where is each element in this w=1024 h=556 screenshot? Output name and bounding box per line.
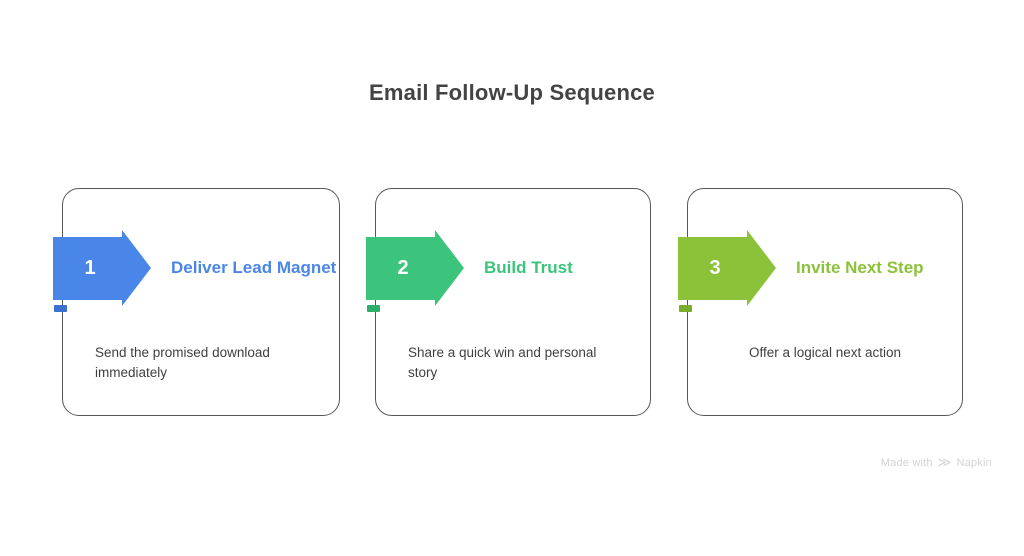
step-arrow-row: 3 Invite Next Step bbox=[678, 230, 1008, 312]
step-description: Offer a logical next action bbox=[748, 345, 902, 360]
step-card[interactable]: 3 Invite Next Step Offer a logical next … bbox=[678, 188, 963, 416]
page-title: Email Follow-Up Sequence bbox=[369, 80, 655, 105]
arrow-body bbox=[366, 237, 436, 300]
watermark-prefix: Made with bbox=[880, 456, 933, 469]
arrow-tab-marker bbox=[54, 305, 67, 312]
arrow-body bbox=[678, 237, 748, 300]
arrow-head bbox=[122, 230, 151, 306]
arrow-shape-icon: 2 bbox=[366, 230, 464, 306]
arrow-shape-icon: 1 bbox=[53, 230, 151, 306]
step-heading: Build Trust bbox=[484, 258, 573, 278]
step-arrow-row: 2 Build Trust bbox=[366, 230, 696, 312]
napkin-logo-icon: ≫ bbox=[937, 454, 952, 470]
napkin-watermark: Made with ≫ Napkin bbox=[881, 456, 992, 469]
step-card[interactable]: 1 Deliver Lead Magnet Send the promised … bbox=[53, 188, 340, 416]
arrow-head bbox=[747, 230, 776, 306]
arrow-body bbox=[53, 237, 123, 300]
arrow-tab-marker bbox=[679, 305, 692, 312]
step-description: Share a quick win and personal story bbox=[408, 345, 597, 380]
step-number: 3 bbox=[709, 257, 721, 279]
step-description: Send the promised download immediately bbox=[95, 345, 270, 380]
watermark-brand: Napkin bbox=[956, 456, 992, 469]
arrow-shape-icon: 3 bbox=[678, 230, 776, 306]
step-arrow-row: 1 Deliver Lead Magnet bbox=[53, 230, 383, 312]
arrow-tab-marker bbox=[367, 305, 380, 312]
step-number: 1 bbox=[84, 257, 96, 279]
step-number: 2 bbox=[397, 257, 409, 279]
step-heading: Deliver Lead Magnet bbox=[171, 258, 337, 278]
step-heading: Invite Next Step bbox=[796, 258, 924, 278]
arrow-head bbox=[435, 230, 464, 306]
step-card[interactable]: 2 Build Trust Share a quick win and pers… bbox=[366, 188, 651, 416]
